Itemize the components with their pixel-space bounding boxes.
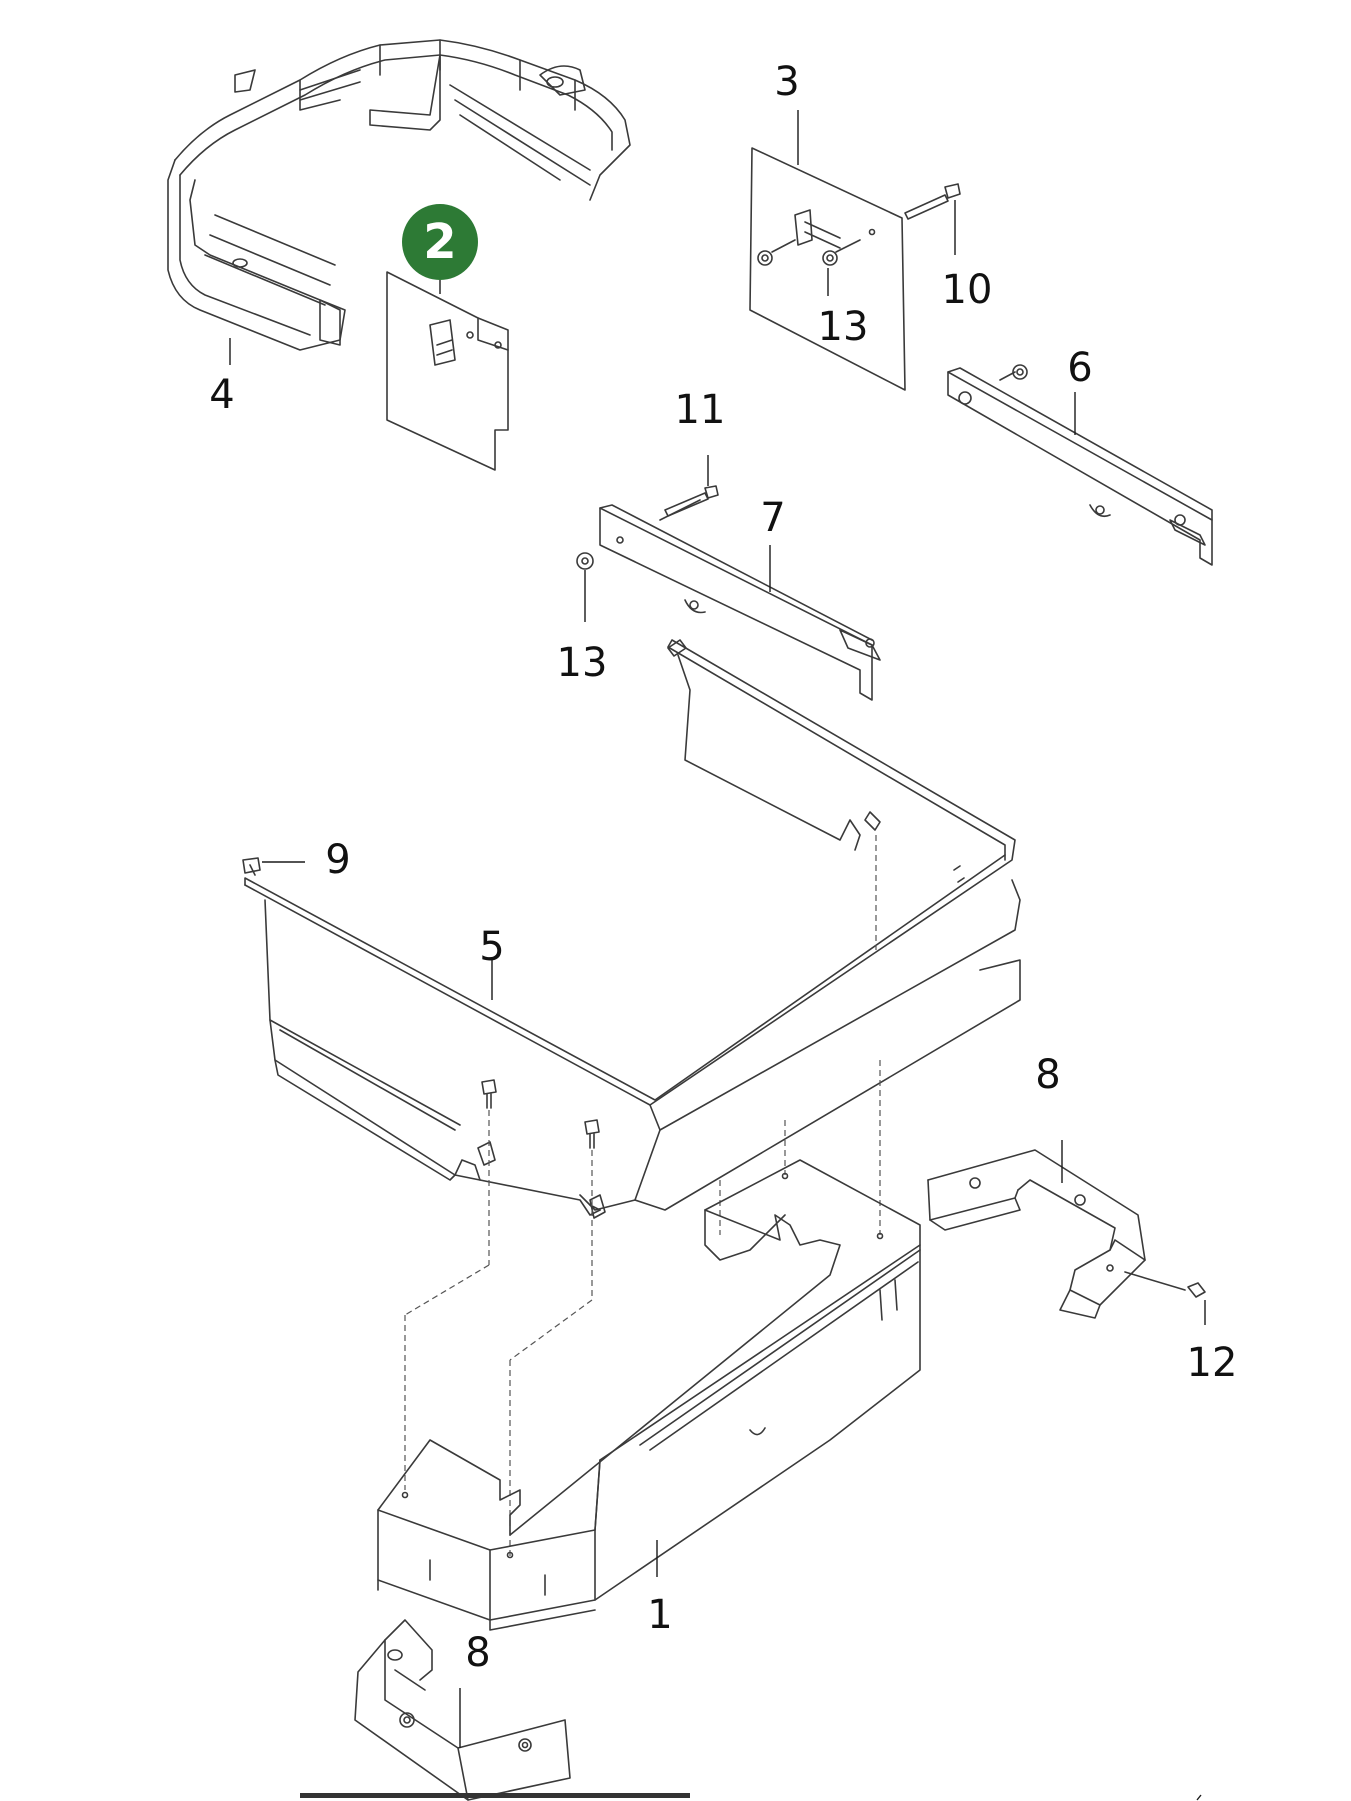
part-9-screw: [242, 857, 261, 876]
part-1-base-pan: [377, 1159, 921, 1631]
callout-part-11: 11: [674, 387, 726, 433]
part-7-angle-bracket: [599, 499, 881, 701]
assembly-lines: [404, 835, 881, 1560]
part-2-plate: [386, 271, 509, 471]
part-screws-center: [481, 1079, 600, 1149]
callout-part-1: 1: [647, 1592, 673, 1638]
callout-part-5: 5: [479, 924, 505, 970]
part-6-bar-bracket: [947, 364, 1213, 566]
callout-part-7: 7: [760, 495, 786, 541]
stray-mark: [1196, 1794, 1202, 1801]
part-8-bracket-upper: [927, 1149, 1186, 1319]
highlight-badge-part-2[interactable]: 2: [402, 204, 478, 280]
callout-part-3: 3: [774, 59, 800, 105]
callout-part-4: 4: [209, 372, 235, 418]
callout-part-9: 9: [325, 837, 351, 883]
part-5-main-frame: [244, 639, 1021, 1219]
part-8-bracket-lower: [354, 1619, 571, 1801]
part-13-nut-lower: [576, 552, 594, 570]
part-11-screw: [664, 485, 719, 517]
part-12-screw: [1187, 1282, 1206, 1298]
callout-part-13-lower: 13: [556, 640, 608, 686]
callout-part-8-lower: 8: [465, 1630, 491, 1676]
callout-part-12: 12: [1186, 1340, 1238, 1386]
callout-part-10: 10: [941, 267, 993, 313]
part-10-screw: [904, 183, 961, 220]
bottom-divider: [300, 1793, 690, 1798]
callout-part-6: 6: [1067, 345, 1093, 391]
callout-part-8-upper: 8: [1035, 1052, 1061, 1098]
part-4-curved-bracket: [167, 39, 631, 351]
callout-part-13-upper: 13: [817, 304, 869, 350]
part-3-mounting-plate: [749, 147, 906, 391]
